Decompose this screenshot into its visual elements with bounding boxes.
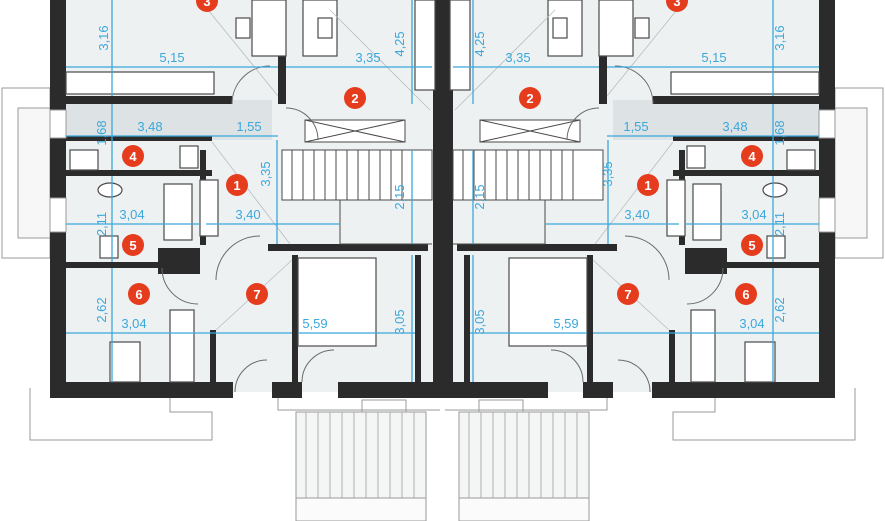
dim-5-59-left: 5,59 [302, 316, 327, 331]
entrance-walkways [17, 107, 868, 521]
room-badge: 5 [741, 234, 763, 256]
dim-1-68-right: 1,68 [772, 120, 787, 145]
dim-2-15-left: 2,15 [392, 184, 407, 209]
room-number: 7 [624, 287, 631, 302]
furniture [65, 0, 820, 383]
dim-1-68-left: 1,68 [94, 120, 109, 145]
dim-3-04-bottom-left: 3,04 [121, 316, 146, 331]
dim-3-05-right: 3,05 [472, 309, 487, 334]
room-badge: 4 [122, 145, 144, 167]
dim-3-04-mid-right: 3,04 [741, 207, 766, 222]
walls [50, 0, 835, 398]
room-number: 3 [673, 0, 680, 9]
dim-5-59-right: 5,59 [553, 316, 578, 331]
dim-4-25-right: 4,25 [472, 31, 487, 56]
room-badge: 4 [741, 145, 763, 167]
dim-3-16-left: 3,16 [96, 25, 111, 50]
room-badges-right: 3 2 4 1 5 6 7 [519, 0, 763, 305]
room-badge: 3 [666, 0, 688, 12]
dim-3-35-side-right: 3,35 [600, 161, 615, 186]
dimension-labels-left: 3,16 5,15 3,35 4,25 1,68 3,48 1,55 3,35 … [94, 25, 407, 334]
dim-2-11-left: 2,11 [94, 212, 109, 236]
room-badges-left: 3 2 4 1 5 6 7 [122, 0, 366, 305]
terrace-outlines [1, 87, 884, 441]
dim-2-15-right: 2,15 [472, 184, 487, 209]
room-number: 4 [748, 149, 756, 164]
room-badge: 5 [122, 234, 144, 256]
dim-3-35-right: 3,35 [505, 50, 530, 65]
room-badge: 2 [519, 87, 541, 109]
dim-5-15-right: 5,15 [701, 50, 726, 65]
room-number: 2 [351, 91, 358, 106]
room-number: 3 [203, 0, 210, 9]
dim-3-40-left: 3,40 [235, 207, 260, 222]
dim-3-35-side-left: 3,35 [258, 161, 273, 186]
room-badge: 1 [226, 174, 248, 196]
dimension-labels-right: 4,25 3,35 5,15 3,16 1,55 3,48 1,68 3,35 … [472, 25, 787, 334]
room-number: 5 [129, 238, 136, 253]
dim-2-11-right: 2,11 [772, 212, 787, 236]
room-number: 5 [748, 238, 755, 253]
room-badge: 6 [735, 283, 757, 305]
dim-3-16-right: 3,16 [772, 25, 787, 50]
room-number: 7 [253, 287, 260, 302]
dimension-lines [66, 0, 819, 382]
dim-3-05-left: 3,05 [392, 309, 407, 334]
dim-3-35-left: 3,35 [355, 50, 380, 65]
windows [49, 109, 836, 233]
room-number: 1 [644, 178, 651, 193]
room-badge: 2 [344, 87, 366, 109]
dim-3-04-mid-left: 3,04 [119, 207, 144, 222]
room-number: 4 [129, 149, 137, 164]
dim-3-04-bottom-right: 3,04 [739, 316, 764, 331]
room-number: 2 [526, 91, 533, 106]
room-badge: 1 [637, 174, 659, 196]
room-badge: 7 [246, 283, 268, 305]
dim-1-55-left: 1,55 [236, 119, 261, 134]
dim-2-62-right: 2,62 [772, 297, 787, 322]
dim-1-55-right: 1,55 [623, 119, 648, 134]
staircase-left [281, 119, 433, 245]
room-badge: 7 [617, 283, 639, 305]
dim-4-25-left: 4,25 [392, 31, 407, 56]
room-number: 6 [135, 287, 142, 302]
dim-2-62-left: 2,62 [94, 297, 109, 322]
room-badge: 3 [196, 0, 218, 12]
room-badge: 6 [128, 283, 150, 305]
room-number: 6 [742, 287, 749, 302]
dim-3-48-left: 3,48 [137, 119, 162, 134]
dim-3-48-right: 3,48 [722, 119, 747, 134]
dim-3-40-right: 3,40 [624, 207, 649, 222]
staircase-right [452, 119, 604, 245]
room-number: 1 [233, 178, 240, 193]
dim-5-15-left: 5,15 [159, 50, 184, 65]
